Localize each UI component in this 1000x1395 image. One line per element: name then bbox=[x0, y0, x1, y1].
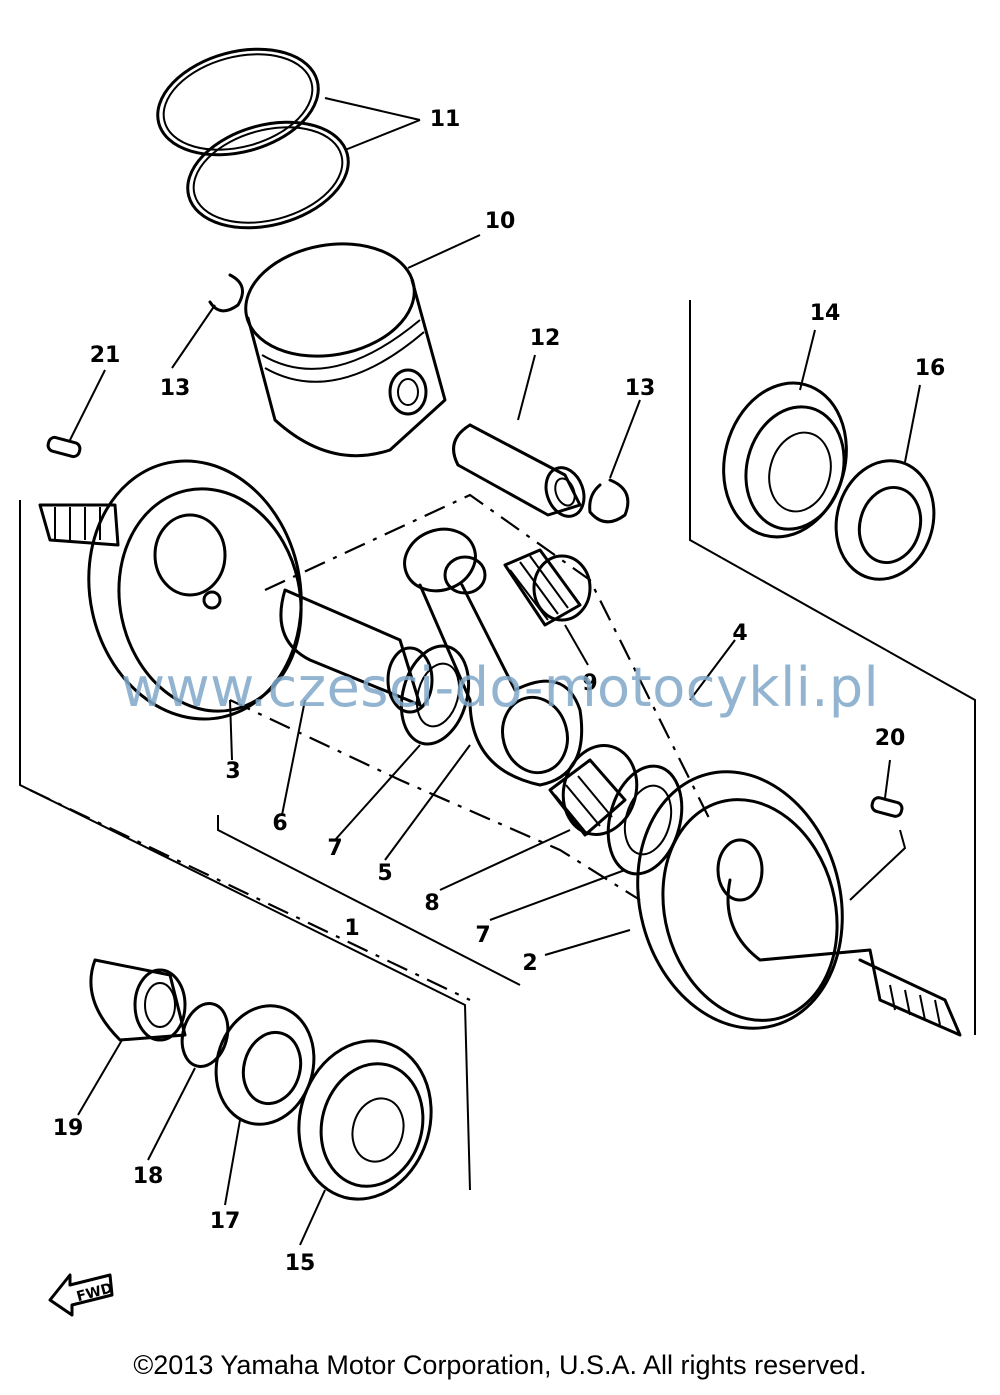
key-21 bbox=[46, 435, 82, 459]
o-ring-18 bbox=[180, 1002, 230, 1068]
collar-19 bbox=[89, 958, 187, 1042]
callout-2: 2 bbox=[522, 951, 537, 976]
crank-wheel-right bbox=[636, 770, 962, 1037]
svg-text:FWD: FWD bbox=[75, 1280, 115, 1305]
oil-seal-17 bbox=[214, 1004, 316, 1126]
callout-6: 6 bbox=[272, 811, 287, 836]
callout-15: 15 bbox=[285, 1251, 316, 1276]
callout-5: 5 bbox=[377, 861, 392, 886]
bearing-group-frame bbox=[689, 300, 976, 1035]
crank-wheel-left bbox=[38, 459, 303, 721]
callout-11: 11 bbox=[430, 107, 461, 132]
crankshaft-group-frame bbox=[19, 500, 471, 1191]
callout-12: 12 bbox=[530, 326, 561, 351]
piston bbox=[244, 242, 447, 458]
callout-20: 20 bbox=[875, 726, 906, 751]
piston-rings bbox=[156, 47, 350, 230]
callout-19: 19 bbox=[53, 1116, 84, 1141]
copyright-notice: ©2013 Yamaha Motor Corporation, U.S.A. A… bbox=[133, 1350, 867, 1380]
assembly-line-lower bbox=[229, 699, 641, 901]
assembly-line-bottom bbox=[29, 789, 471, 1001]
callout-8: 8 bbox=[424, 891, 439, 916]
circlip-upper bbox=[208, 273, 244, 313]
callout-10: 10 bbox=[485, 209, 516, 234]
callout-13-left: 13 bbox=[160, 376, 191, 401]
forward-arrow-icon: FWD bbox=[48, 1273, 115, 1317]
callout-9: 9 bbox=[582, 671, 597, 696]
bearing-15 bbox=[297, 1039, 433, 1201]
callout-18: 18 bbox=[133, 1164, 164, 1189]
key-20 bbox=[870, 796, 904, 818]
callout-4: 4 bbox=[732, 621, 747, 646]
callout-13-right: 13 bbox=[625, 376, 656, 401]
callout-16: 16 bbox=[915, 356, 946, 381]
callout-3: 3 bbox=[225, 759, 240, 784]
leader-lines bbox=[69, 97, 921, 1246]
callout-1: 1 bbox=[344, 916, 359, 941]
callout-7-lower: 7 bbox=[475, 923, 490, 948]
piston-pin bbox=[452, 423, 586, 518]
big-end-bearing bbox=[548, 744, 639, 837]
circlip-right bbox=[588, 478, 630, 524]
callout-14: 14 bbox=[810, 301, 841, 326]
watermark: www.czesci-do-motocykli.pl bbox=[120, 656, 880, 719]
thrust-washer-lower bbox=[606, 764, 684, 876]
crank-pin bbox=[279, 588, 434, 714]
callout-7-upper: 7 bbox=[327, 836, 342, 861]
callout-21: 21 bbox=[90, 343, 121, 368]
callout-17: 17 bbox=[210, 1209, 241, 1234]
small-end-bearing bbox=[503, 548, 592, 627]
oil-seal-16 bbox=[834, 459, 936, 581]
bearing-14 bbox=[722, 381, 848, 539]
